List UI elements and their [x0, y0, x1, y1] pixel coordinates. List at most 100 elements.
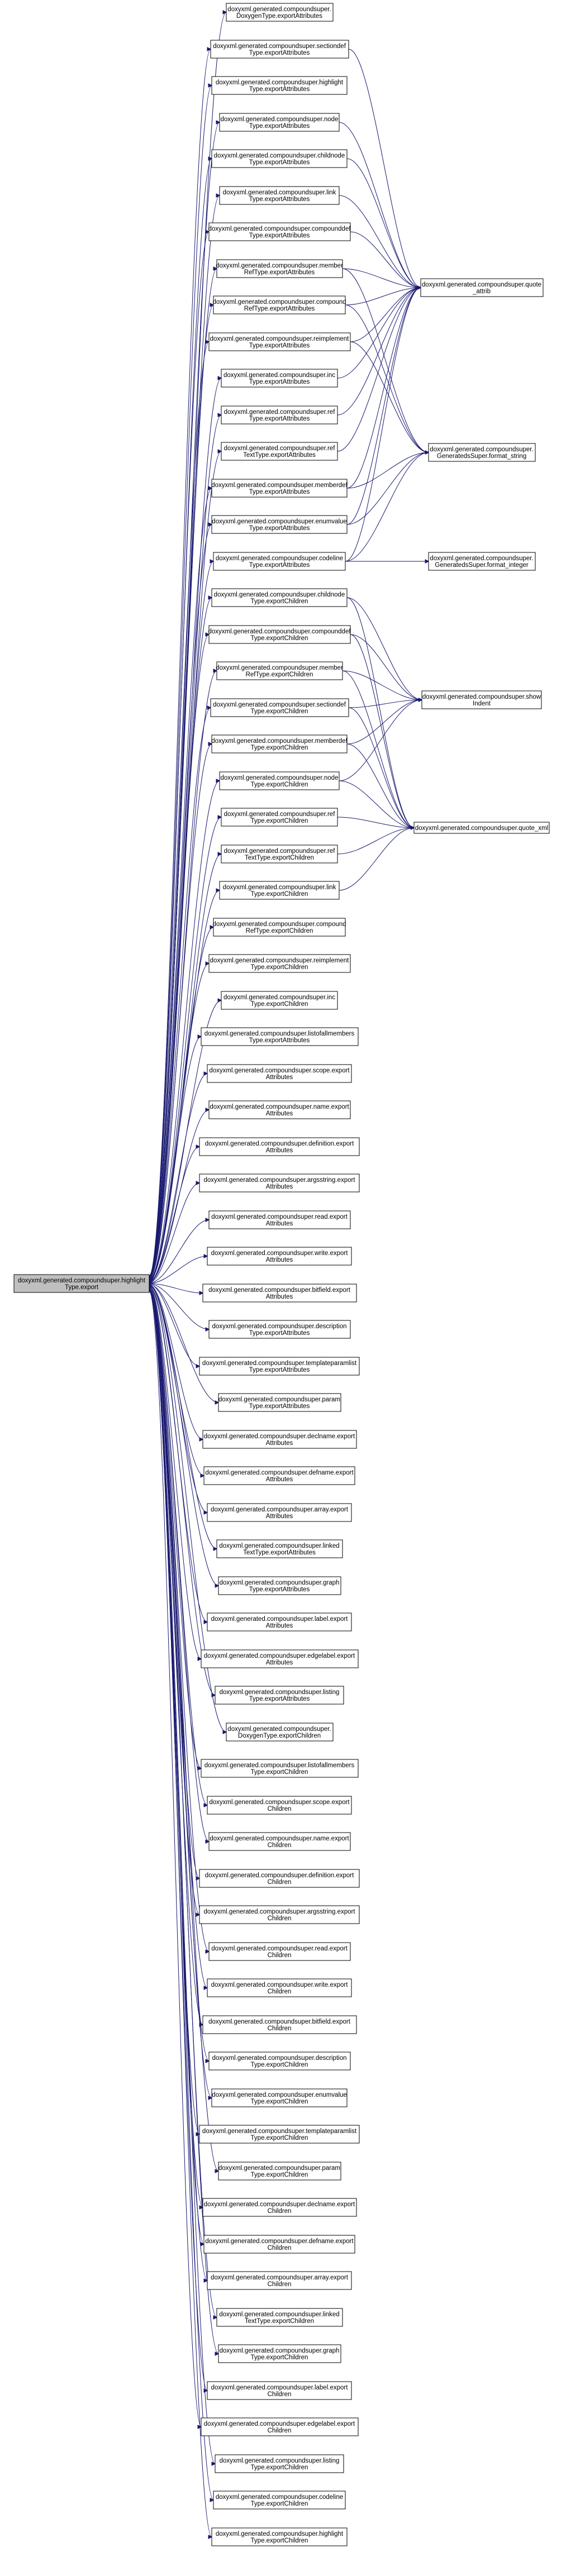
callee-node-57-label-1: doxyxml.generated.compoundsuper.descript… — [212, 2055, 346, 2062]
callee-node-41-label-1: doxyxml.generated.compoundsuper.defname.… — [205, 1470, 354, 1476]
callee-node-61-label-2: Children — [268, 2208, 292, 2215]
callee-node-42[interactable]: doxyxml.generated.compoundsuper.array.ex… — [207, 1503, 352, 1522]
callee-node-9-box — [213, 295, 346, 314]
callee-node-53[interactable]: doxyxml.generated.compoundsuper.argsstri… — [199, 1905, 360, 1924]
callee-node-56[interactable]: doxyxml.generated.compoundsuper.bitfield… — [202, 2015, 357, 2034]
callee-node-3[interactable]: doxyxml.generated.compoundsuper.highligh… — [211, 76, 348, 95]
callee-node-68[interactable]: doxyxml.generated.compoundsuper.listingT… — [215, 2454, 344, 2473]
callee-node-10-label-2: Type.exportAttributes — [249, 342, 310, 349]
root-node-highlight-type-export[interactable]: doxyxml.generated.compoundsuper.highligh… — [13, 1274, 150, 1293]
callee-node-16[interactable]: doxyxml.generated.compoundsuper.codeline… — [213, 552, 346, 571]
callee-node-61[interactable]: doxyxml.generated.compoundsuper.declname… — [202, 2198, 357, 2217]
callee-node-52[interactable]: doxyxml.generated.compoundsuper.definiti… — [199, 1869, 360, 1888]
callee-node-8-label-1: doxyxml.generated.compoundsuper.member — [216, 263, 343, 269]
callee-node-22[interactable]: doxyxml.generated.compoundsuper.nodeType… — [219, 771, 340, 790]
callee-node-12-box — [221, 406, 338, 424]
callee-node-2[interactable]: doxyxml.generated.compoundsuper.sectiond… — [210, 40, 349, 59]
callee-node-44[interactable]: doxyxml.generated.compoundsuper.graphTyp… — [218, 1576, 341, 1595]
callee-node-6[interactable]: doxyxml.generated.compoundsuper.linkType… — [219, 186, 340, 205]
callee-node-64[interactable]: doxyxml.generated.compoundsuper.linkedTe… — [216, 2308, 343, 2327]
callee-node-69-box — [213, 2491, 346, 2510]
callee-node-20-label-1: doxyxml.generated.compoundsuper.sectiond… — [213, 702, 346, 708]
callee-node-33[interactable]: doxyxml.generated.compoundsuper.argsstri… — [199, 1173, 360, 1192]
callee-node-70[interactable]: doxyxml.generated.compoundsuper.highligh… — [211, 2527, 348, 2546]
callee-node-18[interactable]: doxyxml.generated.compoundsuper.compound… — [208, 625, 351, 644]
callee-node-21[interactable]: doxyxml.generated.compoundsuper.memberde… — [211, 734, 348, 753]
callee-node-24[interactable]: doxyxml.generated.compoundsuper.refTextT… — [221, 845, 338, 864]
edge-callee-10-to-format-string — [350, 341, 429, 452]
callee-node-31-box — [208, 1100, 351, 1119]
callee-node-25[interactable]: doxyxml.generated.compoundsuper.linkType… — [219, 881, 340, 900]
callee-node-1[interactable]: doxyxml.generated.compoundsuper.DoxygenT… — [226, 3, 334, 22]
callee-node-31[interactable]: doxyxml.generated.compoundsuper.name.exp… — [208, 1100, 351, 1119]
callee-node-30[interactable]: doxyxml.generated.compoundsuper.scope.ex… — [207, 1064, 352, 1083]
callee-node-58[interactable]: doxyxml.generated.compoundsuper.enumvalu… — [211, 2088, 348, 2107]
callee-node-13[interactable]: doxyxml.generated.compoundsuper.refTextT… — [221, 442, 338, 461]
callee-node-65[interactable]: doxyxml.generated.compoundsuper.graphTyp… — [218, 2344, 341, 2363]
callee-node-63[interactable]: doxyxml.generated.compoundsuper.array.ex… — [207, 2271, 352, 2290]
edge-callee-14-to-quote-attrib — [346, 288, 421, 489]
callee-node-59[interactable]: doxyxml.generated.compoundsuper.template… — [199, 2125, 360, 2144]
callee-node-45[interactable]: doxyxml.generated.compoundsuper.label.ex… — [207, 1613, 352, 1632]
callee-node-67[interactable]: doxyxml.generated.compoundsuper.edgelabe… — [201, 2417, 359, 2436]
callee-node-66[interactable]: doxyxml.generated.compoundsuper.label.ex… — [207, 2381, 352, 2400]
callee-node-8[interactable]: doxyxml.generated.compoundsuper.memberRe… — [216, 259, 343, 278]
callee-node-11-box — [221, 369, 338, 388]
callee-node-10[interactable]: doxyxml.generated.compoundsuper.reimplem… — [208, 332, 351, 351]
edge-callee-6-to-quote-attrib — [339, 195, 421, 288]
callee-node-5[interactable]: doxyxml.generated.compoundsuper.childnod… — [211, 149, 348, 168]
callee-node-9[interactable]: doxyxml.generated.compoundsuper.compound… — [212, 295, 346, 314]
callee-node-26[interactable]: doxyxml.generated.compoundsuper.compound… — [212, 918, 346, 937]
callee-node-13-label-2: TextType.exportAttributes — [243, 452, 316, 459]
callee-node-15[interactable]: doxyxml.generated.compoundsuper.enumvalu… — [211, 515, 348, 534]
callee-node-47[interactable]: doxyxml.generated.compoundsuper.listingT… — [215, 1686, 344, 1705]
callee-node-32[interactable]: doxyxml.generated.compoundsuper.definiti… — [199, 1137, 360, 1156]
callee-node-35[interactable]: doxyxml.generated.compoundsuper.write.ex… — [207, 1247, 352, 1266]
callee-node-64-label-2: TextType.exportChildren — [245, 2318, 314, 2325]
callee-node-1-label-1: doxyxml.generated.compoundsuper. — [227, 6, 331, 13]
callee-node-27[interactable]: doxyxml.generated.compoundsuper.reimplem… — [208, 954, 351, 973]
helper-node-showIndent[interactable]: doxyxml.generated.compoundsuper.showInde… — [421, 690, 542, 709]
helper-node-format-string[interactable]: doxyxml.generated.compoundsuper.Generate… — [428, 443, 536, 462]
callee-node-69[interactable]: doxyxml.generated.compoundsuper.codeline… — [213, 2491, 346, 2510]
edge-callee-2-to-quote-attrib — [348, 49, 421, 288]
callee-node-54[interactable]: doxyxml.generated.compoundsuper.read.exp… — [208, 1942, 351, 1961]
callee-node-3-box — [211, 76, 348, 95]
callee-node-39[interactable]: doxyxml.generated.compoundsuper.paramTyp… — [218, 1393, 341, 1412]
helper-node-quote-attrib[interactable]: doxyxml.generated.compoundsuper.quote_at… — [420, 278, 544, 297]
callee-node-37[interactable]: doxyxml.generated.compoundsuper.descript… — [208, 1320, 351, 1339]
callee-node-41-box — [203, 1466, 355, 1485]
helper-node-format-integer[interactable]: doxyxml.generated.compoundsuper.Generate… — [428, 552, 536, 571]
callee-node-17[interactable]: doxyxml.generated.compoundsuper.childnod… — [211, 588, 348, 607]
callee-node-55[interactable]: doxyxml.generated.compoundsuper.write.ex… — [207, 1978, 352, 1997]
callee-node-38-label-2: Type.exportAttributes — [249, 1367, 310, 1373]
helper-node-quote-xml[interactable]: doxyxml.generated.compoundsuper.quote_xm… — [413, 822, 550, 834]
callee-node-51[interactable]: doxyxml.generated.compoundsuper.name.exp… — [208, 1832, 351, 1851]
edge-callee-13-to-quote-attrib — [337, 288, 421, 452]
callee-node-34[interactable]: doxyxml.generated.compoundsuper.read.exp… — [208, 1210, 351, 1229]
callee-node-60[interactable]: doxyxml.generated.compoundsuper.paramTyp… — [218, 2162, 341, 2181]
callee-node-61-box — [202, 2198, 357, 2217]
callee-node-12[interactable]: doxyxml.generated.compoundsuper.refType.… — [221, 406, 338, 424]
callee-node-11[interactable]: doxyxml.generated.compoundsuper.incType.… — [221, 369, 338, 388]
callee-node-23[interactable]: doxyxml.generated.compoundsuper.refType.… — [221, 808, 338, 827]
callee-node-46[interactable]: doxyxml.generated.compoundsuper.edgelabe… — [201, 1649, 359, 1668]
callee-node-4-label-1: doxyxml.generated.compoundsuper.node — [221, 116, 339, 123]
callee-node-29[interactable]: doxyxml.generated.compoundsuper.listofal… — [201, 1027, 359, 1046]
callee-node-49[interactable]: doxyxml.generated.compoundsuper.listofal… — [201, 1759, 359, 1778]
callee-node-14[interactable]: doxyxml.generated.compoundsuper.memberde… — [211, 479, 348, 498]
callee-node-50[interactable]: doxyxml.generated.compoundsuper.scope.ex… — [207, 1796, 352, 1815]
callee-node-38[interactable]: doxyxml.generated.compoundsuper.template… — [199, 1357, 360, 1376]
callee-node-57[interactable]: doxyxml.generated.compoundsuper.descript… — [208, 2052, 351, 2071]
callee-node-48[interactable]: doxyxml.generated.compoundsuper.DoxygenT… — [226, 1723, 334, 1742]
callee-node-43[interactable]: doxyxml.generated.compoundsuper.linkedTe… — [216, 1539, 343, 1558]
callee-node-7[interactable]: doxyxml.generated.compoundsuper.compound… — [208, 222, 351, 241]
callee-node-41[interactable]: doxyxml.generated.compoundsuper.defname.… — [203, 1466, 355, 1485]
callee-node-19[interactable]: doxyxml.generated.compoundsuper.memberRe… — [216, 661, 343, 680]
callee-node-4[interactable]: doxyxml.generated.compoundsuper.nodeType… — [219, 113, 340, 132]
callee-node-20[interactable]: doxyxml.generated.compoundsuper.sectiond… — [210, 698, 349, 717]
callee-node-40[interactable]: doxyxml.generated.compoundsuper.declname… — [202, 1430, 357, 1449]
callee-node-62[interactable]: doxyxml.generated.compoundsuper.defname.… — [203, 2235, 355, 2254]
callee-node-36[interactable]: doxyxml.generated.compoundsuper.bitfield… — [202, 1284, 357, 1303]
callee-node-28[interactable]: doxyxml.generated.compoundsuper.incType.… — [221, 991, 338, 1010]
